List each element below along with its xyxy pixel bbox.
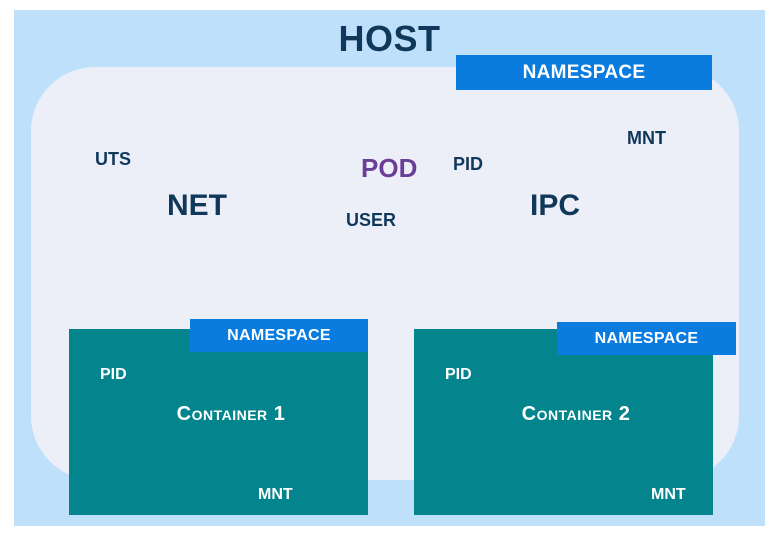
container-1-namespace-badge: NAMESPACE [190,319,368,352]
container-2-mnt-label: MNT [651,486,686,503]
container-2-box: NAMESPACE PID Container 2 MNT [414,322,736,515]
container-2-name: Container 2 [521,403,631,425]
net-namespace-label: NET [167,189,227,222]
pod-box: POD UTS NET USER PID IPC MNT NAMESPACE P… [31,67,739,515]
container-1-pid-label: PID [100,366,127,383]
host-box: HOST POD UTS NET USER PID IPC MNT NAMESP… [14,10,765,526]
pod-title: POD [361,153,418,183]
pid-namespace-label: PID [453,154,484,174]
host-namespace-badge: NAMESPACE [456,55,712,90]
host-title: HOST [338,18,441,59]
container-1-box: NAMESPACE PID Container 1 MNT [69,319,368,515]
uts-namespace-label: UTS [95,149,131,169]
ipc-namespace-label: IPC [530,189,581,222]
user-namespace-label: USER [346,210,397,230]
container-1-name: Container 1 [176,403,286,425]
container-1-mnt-label: MNT [258,486,293,503]
container-2-pid-label: PID [445,366,472,383]
mnt-namespace-label: MNT [627,128,666,148]
container-2-namespace-badge: NAMESPACE [557,322,736,355]
